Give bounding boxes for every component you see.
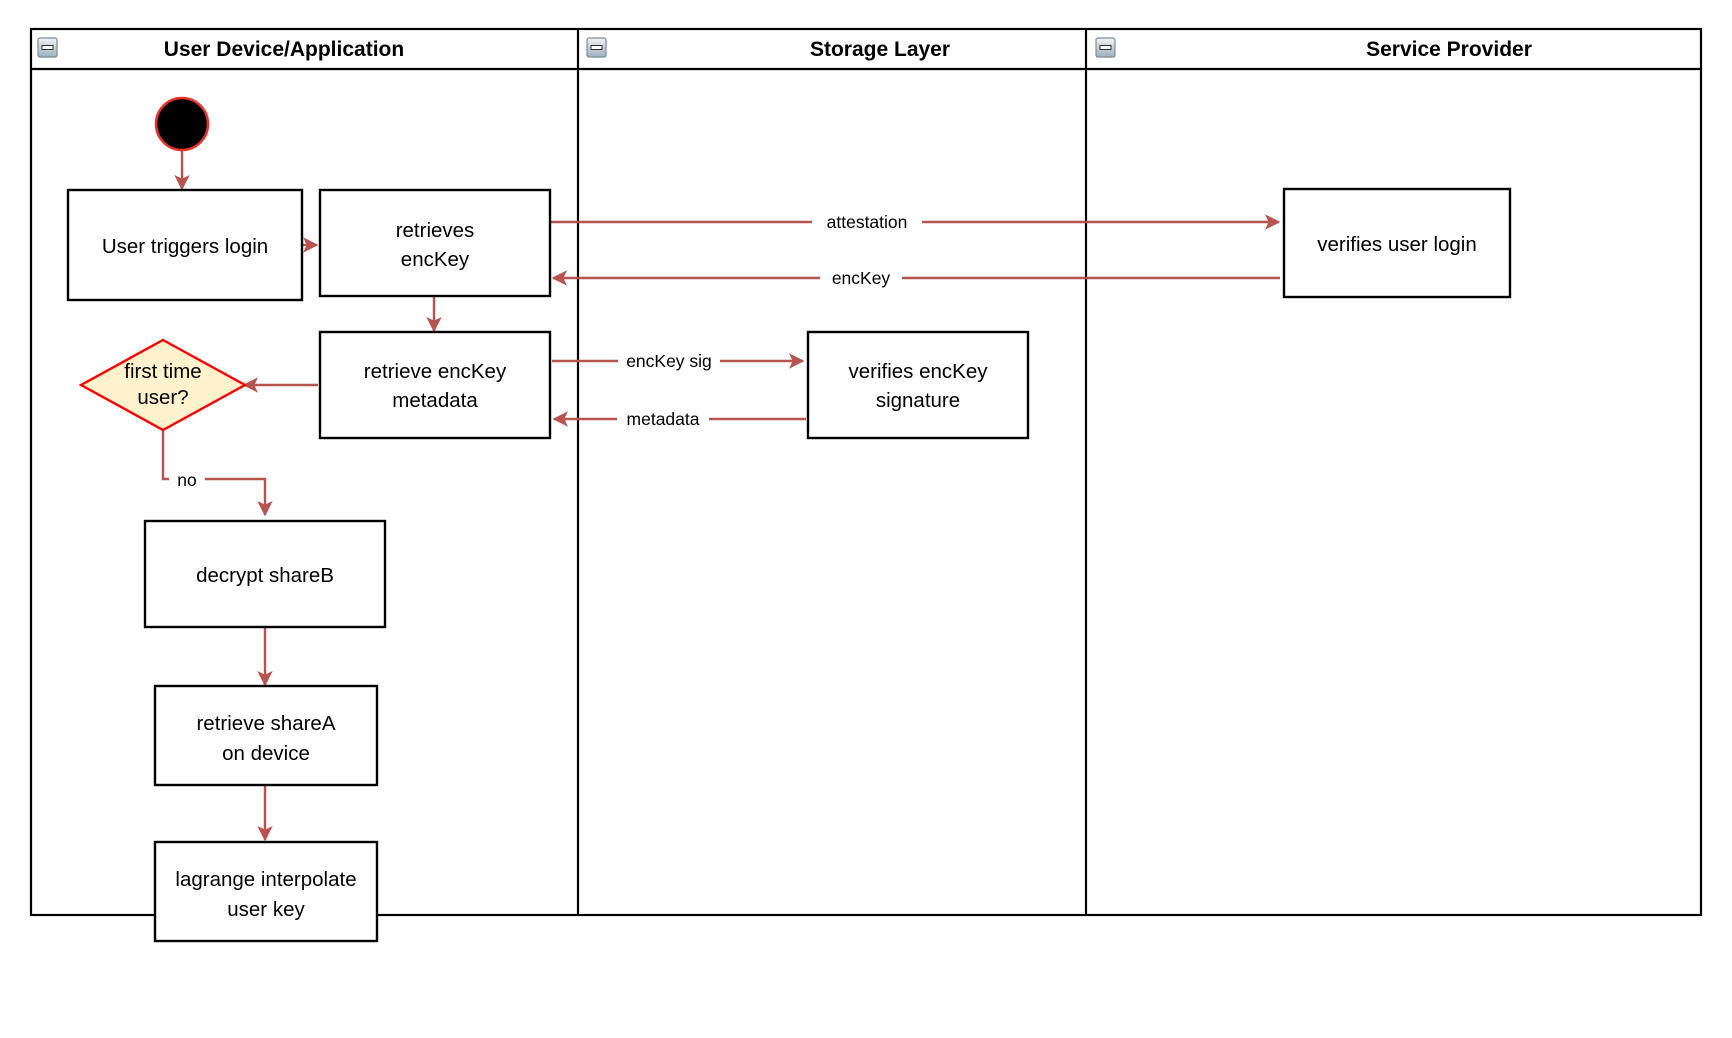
node-lagrange-interpolate-user-key[interactable]: lagrange interpolate user key xyxy=(153,840,379,943)
node-label-retrieve-sharea-line1: retrieve shareA xyxy=(196,712,335,735)
node-label-decrypt-shareb: decrypt shareB xyxy=(196,564,334,587)
node-label-retrieve-metadata-line1: retrieve encKey xyxy=(364,360,507,383)
edge-no-branch xyxy=(161,420,273,517)
node-label-verifies-user-login: verifies user login xyxy=(1317,233,1477,256)
label-bg-attestation xyxy=(812,208,922,235)
node-label-first-time-line2: user? xyxy=(137,386,188,409)
minus-square-icon-bar xyxy=(590,45,603,50)
lane-header-storage-layer[interactable]: Storage Layer xyxy=(586,37,950,61)
node-box xyxy=(143,519,387,629)
edge-label-metadata: metadata xyxy=(627,409,700,429)
node-box xyxy=(318,188,552,298)
node-retrieve-enckey-metadata[interactable]: retrieve encKey metadata xyxy=(318,330,552,440)
node-box xyxy=(806,330,1030,440)
lane-header-service-provider[interactable]: Service Provider xyxy=(1095,37,1532,61)
lane-title-service-provider: Service Provider xyxy=(1366,38,1532,61)
node-label-retrieves-enckey-line1: retrieves xyxy=(396,219,475,242)
lane-title-user-device: User Device/Application xyxy=(164,38,404,61)
node-label-retrieves-enckey-line2: encKey xyxy=(401,248,470,271)
minus-square-icon-bar xyxy=(1099,45,1112,50)
lane-title-storage-layer: Storage Layer xyxy=(810,38,950,61)
start-node[interactable] xyxy=(154,96,210,152)
edge-label-layer: attestation encKey encKey sig metadata n… xyxy=(169,208,922,492)
node-user-triggers-login[interactable]: User triggers login xyxy=(66,188,304,302)
node-verifies-enckey-signature[interactable]: verifies encKey signature xyxy=(806,330,1030,440)
label-bg-enckey xyxy=(820,264,902,291)
label-bg-enckey-sig xyxy=(618,347,720,374)
node-layer: User triggers login retrieves encKey ret… xyxy=(66,96,1512,943)
edge-label-attestation: attestation xyxy=(827,212,908,232)
node-label-lagrange-line2: user key xyxy=(227,898,305,921)
label-bg-no xyxy=(169,466,205,492)
node-box xyxy=(153,684,379,787)
node-verifies-user-login[interactable]: verifies user login xyxy=(1282,187,1512,299)
collapse-minus-square-icon[interactable] xyxy=(586,37,607,58)
node-retrieves-enckey[interactable]: retrieves encKey xyxy=(318,188,552,298)
node-box xyxy=(66,188,304,302)
node-label-lagrange-line1: lagrange interpolate xyxy=(175,868,356,891)
minus-square-icon-bar xyxy=(41,45,54,50)
decision-diamond xyxy=(78,338,248,432)
label-bg-metadata xyxy=(617,405,709,432)
node-box xyxy=(318,330,552,440)
node-label-verifies-sig-line2: signature xyxy=(876,389,960,412)
node-decrypt-shareb[interactable]: decrypt shareB xyxy=(143,519,387,629)
pool-outline xyxy=(29,27,1703,917)
node-label-verifies-sig-line1: verifies encKey xyxy=(848,360,988,383)
node-first-time-user-decision[interactable]: first time user? xyxy=(78,338,248,432)
node-label-first-time-line1: first time xyxy=(124,360,201,383)
node-box xyxy=(153,840,379,943)
collapse-minus-square-icon[interactable] xyxy=(1095,37,1116,58)
node-label-retrieve-metadata-line2: metadata xyxy=(392,389,478,412)
lane-header-user-device[interactable]: User Device/Application xyxy=(37,37,404,61)
edge-label-enckey: encKey xyxy=(832,268,891,288)
edge-label-no: no xyxy=(177,470,196,490)
node-label-user-triggers-login: User triggers login xyxy=(102,235,268,258)
node-retrieve-sharea-on-device[interactable]: retrieve shareA on device xyxy=(153,684,379,787)
node-box xyxy=(1282,187,1512,299)
collapse-minus-square-icon[interactable] xyxy=(37,37,58,58)
pool-container xyxy=(29,27,1703,917)
edge-label-enckey-sig: encKey sig xyxy=(626,351,712,371)
node-label-retrieve-sharea-line2: on device xyxy=(222,742,310,765)
